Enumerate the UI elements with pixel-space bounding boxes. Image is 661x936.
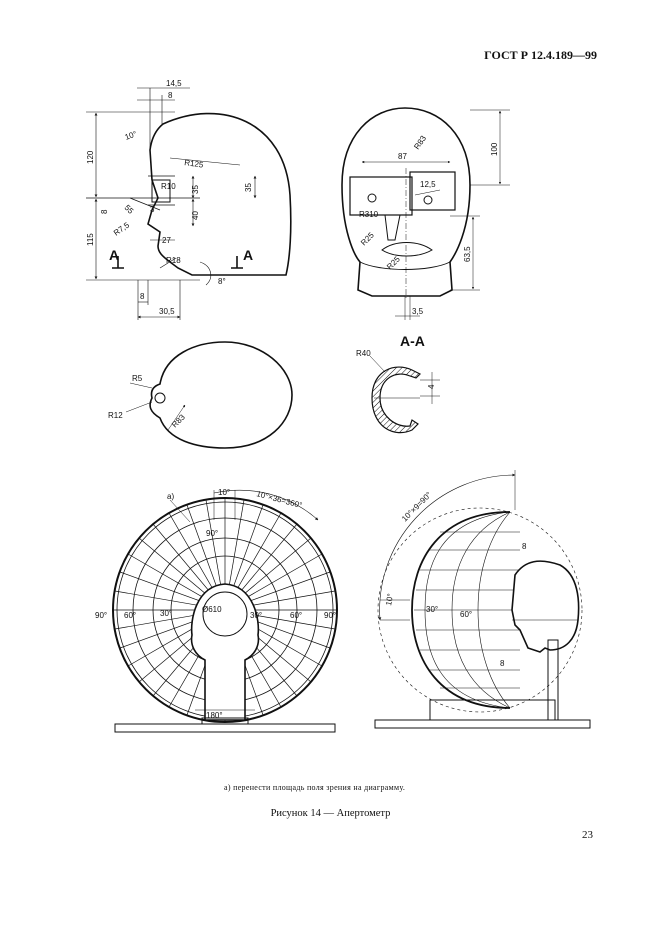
dim-label: R25 (385, 254, 402, 271)
dim-label: 8 (100, 209, 109, 214)
sphere-side-dims: 10°×9=90° 10° 30° 60° 8 8 (384, 490, 527, 668)
page-number: 23 (582, 829, 593, 841)
dim-label: R310 (359, 210, 379, 219)
section-view: А-А R40 4 (356, 333, 440, 434)
sphere-front-view (112, 489, 338, 733)
dim-label: 120 (86, 150, 95, 164)
dim-label: 4 (427, 384, 436, 389)
dim-label: 90° (95, 611, 107, 620)
dim-label: R125 (184, 158, 205, 170)
dim-label: 60° (290, 611, 302, 620)
dim-label: 3,5 (412, 307, 424, 316)
dim-label: 63,5 (463, 246, 472, 262)
dim-label: R10 (161, 182, 176, 191)
dim-label: 3 (150, 205, 155, 214)
dim-label: 60° (124, 611, 136, 620)
section-marker-right: А (243, 247, 253, 263)
dim-label: 90° (324, 611, 336, 620)
dim-label: 10°×9=90° (400, 490, 433, 523)
dim-label: 90° (206, 529, 218, 538)
top-view-dims: R5 R12 R83 (108, 374, 187, 429)
sphere-side-view (374, 470, 591, 729)
front-view-dims: 87 R83 100 12,5 R310 R25 R25 63,5 3,5 (359, 134, 499, 316)
dim-label: R12 (108, 411, 123, 420)
dim-label: R83 (412, 134, 428, 152)
dim-label: 8 (168, 91, 173, 100)
dim-label: 8 (500, 659, 505, 668)
dim-label: 10° (124, 129, 138, 142)
dim-label: 35 (191, 185, 200, 194)
dim-label: а) (167, 492, 174, 501)
dim-label: 14,5 (166, 79, 182, 88)
dim-label: 180° (206, 711, 223, 720)
dim-label: R83 (170, 412, 187, 429)
dim-label: R25 (359, 230, 376, 247)
dim-label: 30° (160, 609, 172, 618)
dim-label: R40 (356, 349, 371, 358)
top-view (125, 341, 293, 449)
section-title: А-А (400, 333, 425, 349)
dim-label: 30,5 (159, 307, 175, 316)
front-view (341, 107, 510, 320)
dim-label: R5 (132, 374, 143, 383)
dim-label: 87 (398, 152, 407, 161)
dim-label: 8 (522, 542, 527, 551)
section-marker-left: А (109, 247, 119, 263)
dim-label: 8° (218, 277, 226, 286)
dim-label: 27 (162, 236, 171, 245)
dim-label: Ø610 (202, 605, 222, 614)
dim-label: 40 (191, 211, 200, 220)
dim-label: 10° (384, 593, 395, 606)
footnote: а) перенести площадь поля зрения на диаг… (224, 783, 406, 792)
figure-caption: Рисунок 14 — Апертометр (270, 808, 391, 819)
side-view (86, 87, 292, 320)
dim-label: 115 (86, 233, 95, 246)
document-header: ГОСТ Р 12.4.189—99 (484, 48, 597, 62)
dim-label: R7,5 (112, 220, 131, 237)
dim-label: 55 (123, 203, 136, 216)
dim-label: 8 (140, 292, 145, 301)
dim-label: 35 (244, 183, 253, 192)
dim-label: 60° (460, 610, 472, 619)
dim-label: 10° (218, 488, 230, 497)
dim-label: 12,5 (420, 180, 436, 189)
dim-label: R18 (166, 256, 181, 265)
dim-label: 30° (426, 605, 438, 614)
dim-label: 30° (250, 611, 262, 620)
dim-label: 100 (490, 142, 499, 156)
